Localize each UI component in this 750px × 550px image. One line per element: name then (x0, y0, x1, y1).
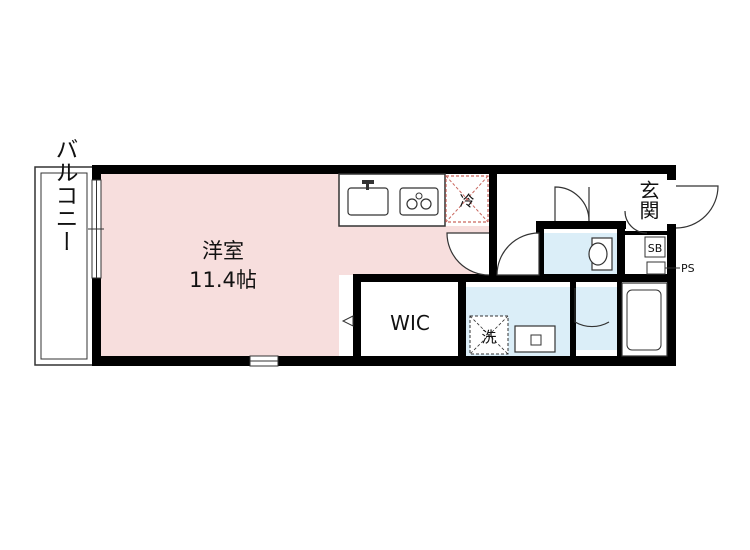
toilet-icon (588, 237, 613, 271)
kitchen-counter (338, 173, 446, 227)
balcony (34, 166, 94, 366)
bathtub-icon (621, 282, 668, 357)
stove-icon (399, 187, 439, 216)
wic-label: WIC (390, 311, 430, 335)
washer-space (469, 315, 509, 355)
sink-icon (347, 187, 389, 216)
western-room-size: 11.4帖 (189, 268, 257, 292)
breaker-box (644, 236, 666, 258)
washroom-floor-ext (570, 287, 618, 350)
refrigerator-label: 冷 (459, 192, 474, 210)
breaker-label: SB (648, 242, 663, 255)
wic-door-marker (341, 315, 354, 327)
entrance-label: 玄関 (636, 180, 660, 220)
washer-label: 洗 (481, 328, 496, 346)
balcony-label: バルコニー (51, 138, 78, 253)
refrigerator-space (445, 175, 489, 223)
pipe-shaft (646, 261, 666, 275)
wic-area (361, 282, 458, 356)
wash-basin-icon (514, 325, 556, 353)
western-room-label: 洋室 (202, 239, 244, 263)
doors (446, 185, 719, 328)
openings (88, 179, 676, 367)
western-room-floor (99, 172, 339, 358)
pipe-shaft-label: PS (681, 262, 695, 275)
